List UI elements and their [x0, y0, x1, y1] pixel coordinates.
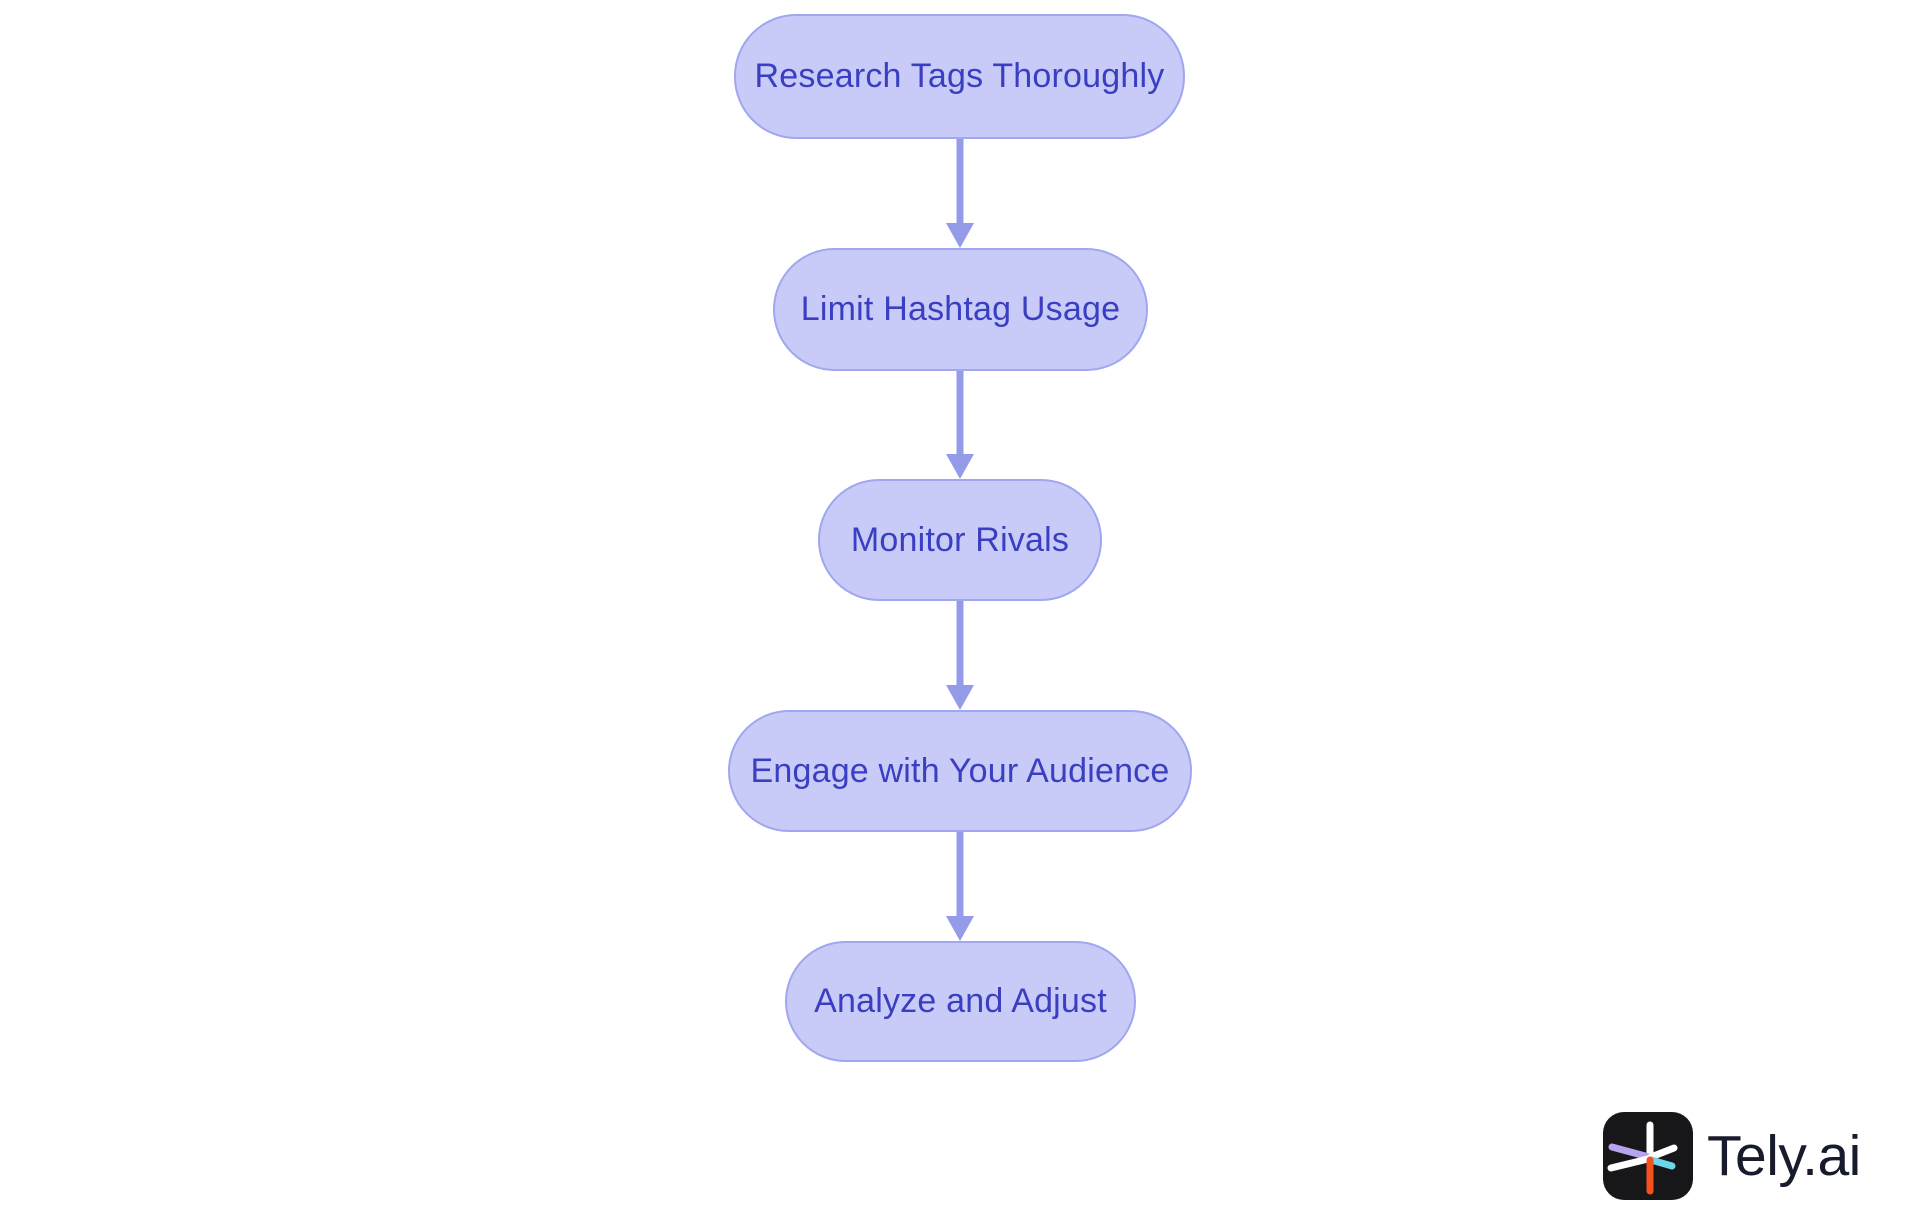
- arrowhead-icon: [946, 454, 974, 479]
- tely-logo-icon: [1603, 1112, 1693, 1200]
- arrow-line: [956, 601, 964, 690]
- flow-node-label: Monitor Rivals: [850, 520, 1070, 559]
- arrow-line: [956, 371, 964, 459]
- arrowhead-icon: [946, 685, 974, 710]
- logo-text: Tely.ai: [1707, 1124, 1861, 1188]
- flow-node-limit-hashtag: Limit Hashtag Usage: [773, 248, 1148, 371]
- flow-arrow-1: [946, 139, 974, 248]
- flow-node-analyze-adjust: Analyze and Adjust: [785, 941, 1136, 1062]
- flow-arrow-2: [946, 371, 974, 479]
- flow-arrow-3: [946, 601, 974, 710]
- arrow-line: [956, 139, 964, 228]
- arrowhead-icon: [946, 223, 974, 248]
- arrowhead-icon: [946, 916, 974, 941]
- flow-node-label: Limit Hashtag Usage: [800, 290, 1121, 328]
- flow-node-research-tags: Research Tags Thoroughly: [734, 14, 1185, 139]
- flow-node-label: Engage with Your Audience: [750, 751, 1170, 790]
- flow-node-label: Analyze and Adjust: [814, 982, 1107, 1020]
- tely-logo: Tely.ai: [1603, 1112, 1861, 1200]
- flow-arrow-4: [946, 832, 974, 941]
- flow-node-monitor-rivals: Monitor Rivals: [818, 479, 1102, 601]
- flow-node-engage-audience: Engage with Your Audience: [728, 710, 1192, 832]
- flow-node-label: Research Tags Thoroughly: [754, 57, 1165, 95]
- arrow-line: [956, 832, 964, 921]
